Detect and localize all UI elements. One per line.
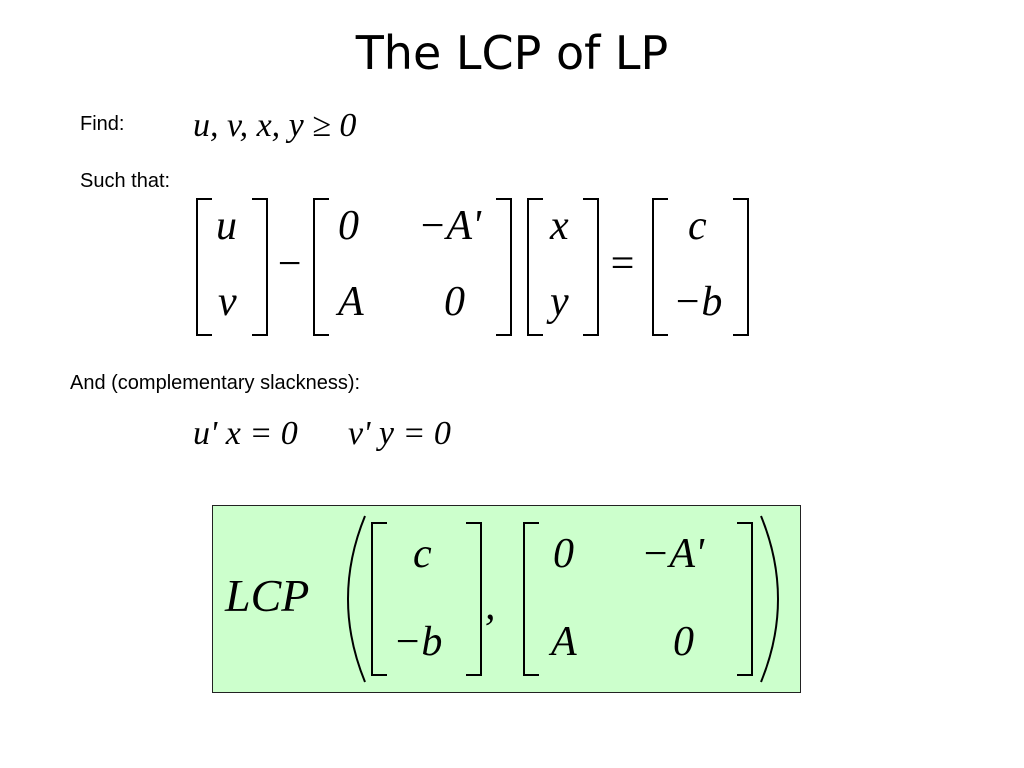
- vec2-entry-y: y: [550, 279, 569, 325]
- slide-title: The LCP of LP: [355, 26, 669, 80]
- matrix-cell-1-0: A: [338, 279, 364, 325]
- vec2-entry-x: x: [550, 203, 569, 249]
- bracket-right: [252, 198, 268, 336]
- rhs-entry-c: c: [688, 203, 707, 249]
- matrix-bracket-right: [496, 198, 512, 336]
- lcp-vec-minus-b: −b: [393, 619, 443, 665]
- find-expression: u, v, x, y ≥ 0: [193, 107, 357, 144]
- matrix-bracket-left: [313, 198, 329, 336]
- lcp-matrix-bracket-right: [737, 522, 753, 676]
- lcp-matrix-bracket-left: [523, 522, 539, 676]
- minus-sign: −: [275, 241, 304, 287]
- lcp-summary-box: LCP c −b , 0 −A' A 0: [212, 505, 801, 693]
- right-paren: [760, 515, 779, 683]
- lcp-parentheses: [347, 515, 779, 683]
- complementary-slackness-label: And (complementary slackness):: [70, 372, 361, 394]
- complementarity-ux: u' x = 0: [193, 415, 298, 452]
- lcp-vec-bracket-left: [371, 522, 387, 676]
- left-paren: [347, 515, 366, 683]
- rhs-bracket-left: [652, 198, 668, 336]
- lcp-vec-bracket-right: [466, 522, 482, 676]
- matrix-cell-0-0: 0: [338, 203, 359, 249]
- vec1-entry-v: v: [218, 279, 237, 325]
- lcp-comma: ,: [485, 583, 496, 629]
- vec2-bracket-left: [527, 198, 543, 336]
- complementarity-vy: v' y = 0: [348, 415, 451, 452]
- find-label: Find:: [80, 113, 125, 135]
- such-that-label: Such that:: [80, 170, 171, 192]
- vec1-entry-u: u: [216, 203, 237, 249]
- bracket-left: [196, 198, 212, 336]
- lcp-matrix-cell-1-1: 0: [673, 619, 694, 665]
- matrix-cell-0-1: −A': [418, 203, 481, 249]
- rhs-entry-minus-b: −b: [673, 279, 723, 325]
- vec2-bracket-right: [583, 198, 599, 336]
- lcp-vec-c: c: [413, 531, 432, 577]
- lcp-matrix-cell-0-0: 0: [553, 531, 574, 577]
- matrix-cell-1-1: 0: [444, 279, 465, 325]
- rhs-bracket-right: [733, 198, 749, 336]
- lcp-matrix-cell-0-1: −A': [641, 531, 704, 577]
- lcp-name: LCP: [225, 570, 310, 621]
- lcp-matrix-cell-1-0: A: [551, 619, 577, 665]
- equals-sign: =: [608, 241, 637, 287]
